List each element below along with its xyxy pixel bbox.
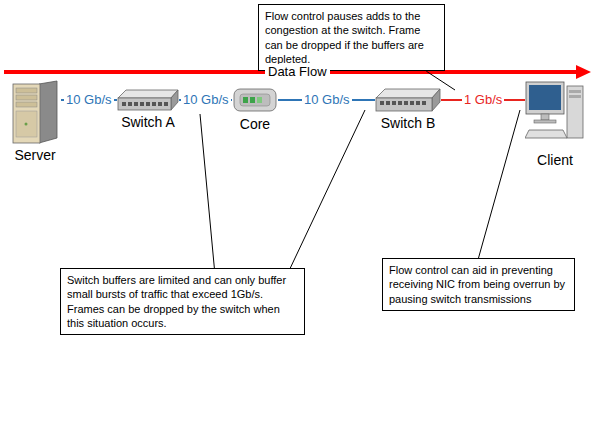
leader-line <box>426 71 455 90</box>
network-device: Client <box>525 80 585 168</box>
network-device: Core <box>232 86 278 132</box>
switch-icon <box>375 87 441 113</box>
link-speed-label: 10 Gb/s <box>181 92 231 108</box>
callout-box: Flow control can aid in preventing recei… <box>382 258 575 311</box>
callout-text: Flow control pauses adds to the congesti… <box>265 9 438 66</box>
network-device: Switch B <box>375 87 441 131</box>
client-pc-icon <box>525 80 585 150</box>
device-label: Client <box>525 150 585 168</box>
device-icon <box>9 80 61 145</box>
link-speed-label: 10 Gb/s <box>64 92 114 108</box>
callout-text: Flow control can aid in preventing recei… <box>389 263 568 306</box>
switch-icon <box>117 88 179 112</box>
callout-text: Switch buffers are limited and can only … <box>67 273 298 330</box>
device-label: Switch A <box>117 112 179 130</box>
network-device: Server <box>9 80 61 163</box>
device-icon <box>525 80 585 150</box>
leader-line <box>479 110 521 258</box>
leader-line <box>290 110 365 268</box>
core-router-icon <box>232 86 278 114</box>
leader-line <box>200 114 214 268</box>
device-label: Switch B <box>375 113 441 131</box>
link-speed-label: 1 Gb/s <box>462 92 504 108</box>
network-device: Switch A <box>117 88 179 130</box>
device-label: Core <box>232 114 278 132</box>
device-icon <box>375 87 441 113</box>
device-icon <box>232 86 278 114</box>
flow-label: Data Flow <box>265 64 330 80</box>
callout-box: Switch buffers are limited and can only … <box>60 268 305 335</box>
device-label: Server <box>9 145 61 163</box>
flow-arrowhead <box>576 65 591 79</box>
link-speed-label: 10 Gb/s <box>302 92 352 108</box>
device-icon <box>117 88 179 112</box>
server-icon <box>9 80 61 145</box>
callout-box: Flow control pauses adds to the congesti… <box>258 4 445 71</box>
